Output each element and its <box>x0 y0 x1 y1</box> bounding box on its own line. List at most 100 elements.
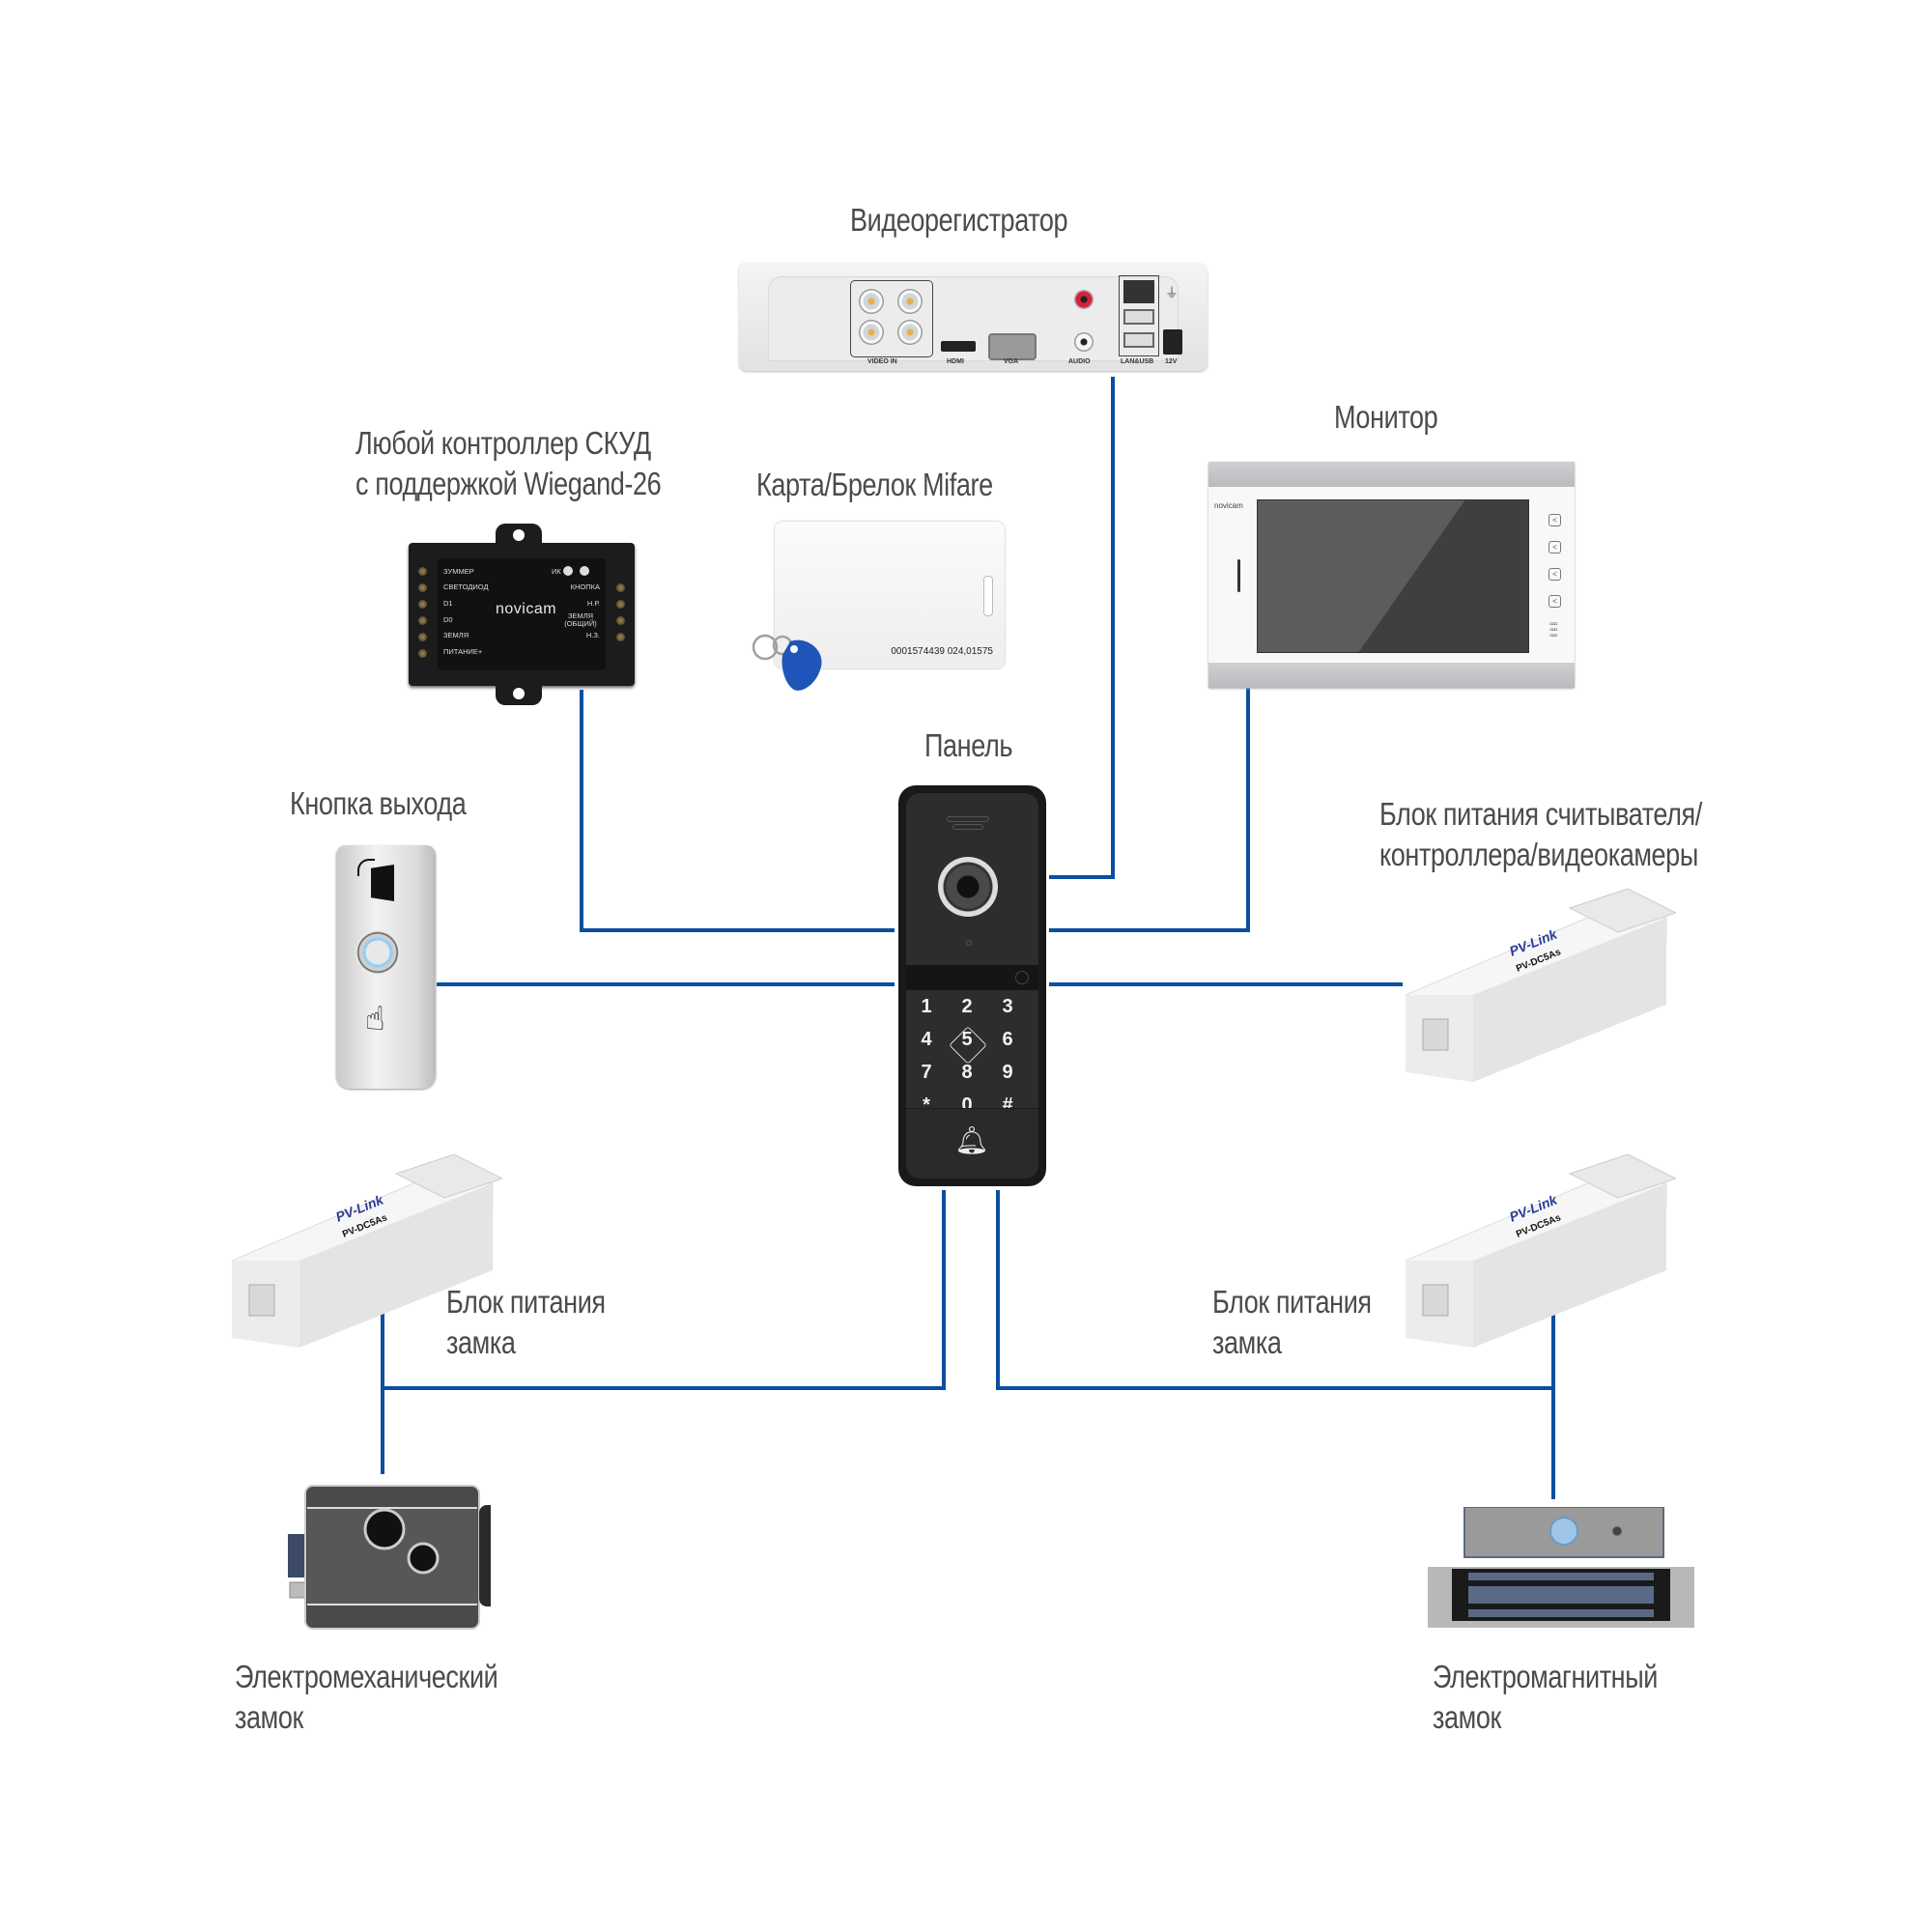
terminal-screw-icon <box>616 583 625 592</box>
armature-bolt-icon <box>1549 1517 1578 1546</box>
psu-lock-right-label-line2: замка <box>1212 1324 1282 1360</box>
wire-panel-controller <box>580 690 895 932</box>
terminal-label: ИК <box>552 567 561 576</box>
monitor-button-2[interactable]: < <box>1548 541 1561 554</box>
terminal-screw-icon <box>418 567 427 576</box>
dvr-device: VIDEO IN HDMI VGA AUDIO LAN&USB ⏚ 12V <box>739 263 1208 371</box>
terminal-label: ПИТАНИЕ+ <box>443 647 483 656</box>
terminal-label: D0 <box>443 615 453 624</box>
psu-reader-label-line1: Блок питания считывателя/ <box>1379 796 1702 832</box>
lock-mag-label-line1: Электромагнитный <box>1433 1659 1658 1694</box>
exit-push-button[interactable] <box>355 930 400 975</box>
psu-lock-right-device: PV-Link PV-DC5As <box>1406 1154 1676 1348</box>
monitor-label: Монитор <box>1334 399 1438 435</box>
terminal-label: ЗЕМЛЯ (ОБЩИЙ) <box>564 611 597 628</box>
microphone-hole <box>966 940 972 946</box>
vga-port-icon <box>988 333 1037 360</box>
monitor-screen <box>1257 499 1529 653</box>
electromechanical-lock-device <box>288 1485 491 1630</box>
lock-em-label-line2: замок <box>235 1699 303 1735</box>
ground-icon: ⏚ <box>1165 285 1179 300</box>
lan-usb-block <box>1119 275 1159 356</box>
terminal-label: КНОПКА <box>570 582 600 591</box>
keypad-key-8[interactable]: 9 <box>1002 1062 1013 1083</box>
port-label-vga: VGA <box>1004 358 1019 365</box>
release-button-icon <box>407 1542 440 1575</box>
keypad-key-4[interactable]: 5 <box>961 1029 973 1050</box>
lock-em-label-line1: Электромеханический <box>235 1659 498 1694</box>
keypad-key-11[interactable]: # <box>1002 1094 1013 1116</box>
open-arrow-icon <box>357 859 375 876</box>
keypad-key-9[interactable]: * <box>923 1094 930 1116</box>
terminal-screw-icon <box>418 583 427 592</box>
card-label: Карта/Брелок Mifare <box>756 467 993 502</box>
controller-label-plate: ЗУММЕР СВЕТОДИОД D1 D0 ЗЕМЛЯ ПИТАНИЕ+ ИК… <box>438 558 606 670</box>
terminal-label: Н.Р. <box>586 599 600 608</box>
keypad-key-1[interactable]: 2 <box>961 996 973 1017</box>
terminal-screw-icon <box>616 600 625 609</box>
psu-reader-device: PV-Link PV-DC5As <box>1406 889 1676 1082</box>
terminal-screw-icon <box>418 649 427 658</box>
terminal-label: ЗЕМЛЯ <box>443 631 469 639</box>
psu-lock-left-label-line2: замка <box>446 1324 516 1360</box>
terminal-label: D1 <box>443 599 453 608</box>
keypad-key-5[interactable]: 6 <box>1002 1029 1013 1050</box>
port-label-video-in: VIDEO IN <box>867 358 897 365</box>
dc-power-jack-icon <box>1163 329 1182 355</box>
bnc-connector-icon <box>859 289 884 314</box>
light-sensor-icon <box>1015 971 1029 984</box>
hand-pointer-icon: ☝︎ <box>365 1001 385 1037</box>
psu-lock-right-label-line1: Блок питания <box>1212 1284 1372 1320</box>
audio-in-jack-icon <box>1074 290 1094 309</box>
keypad-key-2[interactable]: 3 <box>1002 996 1013 1017</box>
keypad-key-7[interactable]: 8 <box>961 1062 973 1083</box>
call-button[interactable]: 🔔︎ <box>906 1108 1038 1179</box>
terminal-label: Н.З. <box>585 631 600 639</box>
exit-button-device: ☝︎ <box>336 845 436 1089</box>
monitor-button-4[interactable]: < <box>1548 595 1561 608</box>
psu-reader-label-line2: контроллера/видеокамеры <box>1379 837 1698 872</box>
port-label-lan-usb: LAN&USB <box>1121 358 1154 365</box>
door-panel-device: 1 2 3 4 5 6 7 8 9 * 0 # 🔔︎ <box>898 785 1046 1186</box>
panel-face: 1 2 3 4 5 6 7 8 9 * 0 # 🔔︎ <box>906 793 1038 1179</box>
video-in-block <box>850 280 933 357</box>
exit-button-label: Кнопка выхода <box>290 785 467 821</box>
indicator-strip <box>906 965 1038 990</box>
terminal-screw-icon <box>418 633 427 641</box>
dvr-rear-panel: VIDEO IN HDMI VGA AUDIO LAN&USB ⏚ 12V <box>768 275 1182 365</box>
psu-lock-left-label-line1: Блок питания <box>446 1284 606 1320</box>
terminal-label: СВЕТОДИОД <box>443 582 489 591</box>
usb-port-icon <box>1123 332 1154 348</box>
electromagnetic-lock-device <box>1428 1507 1694 1628</box>
monitor-top-band <box>1208 462 1575 487</box>
bnc-connector-icon <box>859 320 884 345</box>
ir-led-icon <box>580 566 589 576</box>
speaker-grill <box>947 816 989 822</box>
ethernet-port-icon <box>1123 280 1154 303</box>
mifare-card: 0001574439 024,01575 <box>775 522 1005 668</box>
bell-icon: 🔔︎ <box>954 1125 989 1155</box>
wire-panel-psu-lock-right <box>996 1190 1555 1390</box>
key-cylinder-icon <box>363 1508 406 1550</box>
monitor-bottom-band <box>1208 663 1575 688</box>
keypad-key-0[interactable]: 1 <box>921 996 932 1017</box>
port-label-12v: 12V <box>1165 358 1178 365</box>
controller-label-line1: Любой контроллер СКУД <box>355 425 651 461</box>
dvr-label: Видеорегистратор <box>850 202 1068 238</box>
wire-panel-dvr <box>1049 377 1115 879</box>
terminal-screw-icon <box>616 633 625 641</box>
terminal-screw-icon <box>616 616 625 625</box>
keypad-key-10[interactable]: 0 <box>961 1094 973 1116</box>
card-number: 0001574439 024,01575 <box>891 646 993 657</box>
keypad-key-6[interactable]: 7 <box>921 1062 932 1083</box>
keypad-grid-icon[interactable]: ▫▫▫▫▫▫▫▫▫ <box>1549 619 1558 641</box>
panel-label: Панель <box>924 727 1013 763</box>
controller-label-line2: с поддержкой Wiegand-26 <box>355 466 662 501</box>
bnc-connector-icon <box>897 320 923 345</box>
speaker-grill <box>952 824 983 830</box>
monitor-button-3[interactable]: < <box>1548 568 1561 581</box>
monitor-button-1[interactable]: < <box>1548 514 1561 526</box>
keypad-key-3[interactable]: 4 <box>921 1029 932 1050</box>
mount-ear-top <box>496 524 542 545</box>
